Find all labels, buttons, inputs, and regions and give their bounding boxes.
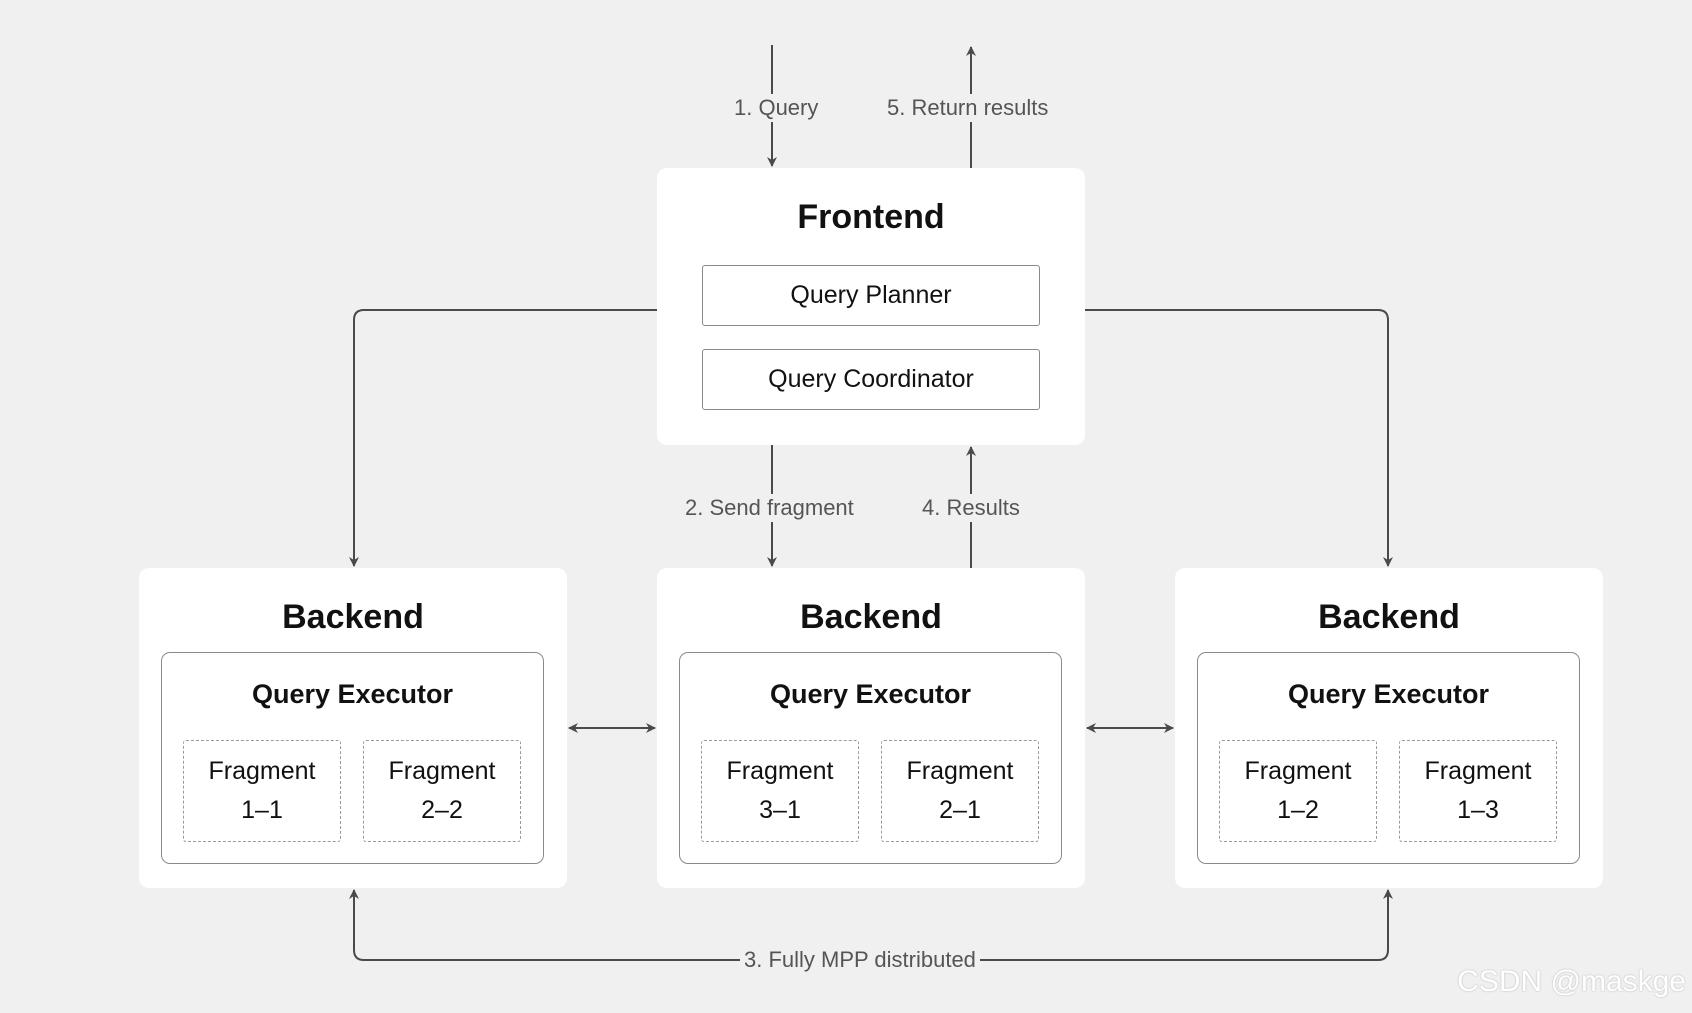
fragment-id: 3–1 (759, 796, 801, 824)
fragment-box: Fragment 1–2 (1219, 740, 1377, 842)
frontend-title: Frontend (797, 198, 945, 236)
fragment-label: Fragment (208, 757, 316, 785)
backend-title: Backend (282, 598, 424, 636)
backend-title: Backend (800, 598, 942, 636)
backend-box-middle: Backend Query Executor Fragment 3–1 Frag… (657, 568, 1085, 888)
frontend-to-left-backend-arrow (349, 309, 657, 567)
watermark: CSDN @maskge (1457, 965, 1686, 998)
fragment-id: 2–1 (939, 796, 981, 824)
query-coordinator-box: Query Coordinator (702, 349, 1040, 410)
backend-box-left: Backend Query Executor Fragment 1–1 Frag… (139, 568, 567, 888)
query-executor-box: Query Executor Fragment 1–1 Fragment 2–2 (161, 652, 544, 864)
results-edge-label: 4. Results (918, 494, 1024, 522)
fragment-box: Fragment 2–1 (881, 740, 1039, 842)
send-fragment-edge-label: 2. Send fragment (681, 494, 858, 522)
return-results-edge-label: 5. Return results (883, 94, 1053, 122)
backend-title: Backend (1318, 598, 1460, 636)
fragment-id: 1–1 (241, 796, 283, 824)
fragment-id: 1–3 (1457, 796, 1499, 824)
frontend-box: Frontend Query Planner Query Coordinator (657, 168, 1085, 445)
fragment-box: Fragment 3–1 (701, 740, 859, 842)
fragment-id: 2–2 (421, 796, 463, 824)
fragment-box: Fragment 1–1 (183, 740, 341, 842)
fragment-box: Fragment 2–2 (363, 740, 521, 842)
mpp-edge-label: 3. Fully MPP distributed (740, 946, 980, 974)
fragment-box: Fragment 1–3 (1399, 740, 1557, 842)
backend-box-right: Backend Query Executor Fragment 1–2 Frag… (1175, 568, 1603, 888)
fragment-label: Fragment (1244, 757, 1352, 785)
query-executor-title: Query Executor (251, 679, 454, 709)
query-edge-label: 1. Query (730, 94, 823, 122)
query-executor-title: Query Executor (769, 679, 972, 709)
fragment-label: Fragment (1424, 757, 1532, 785)
query-executor-box: Query Executor Fragment 3–1 Fragment 2–1 (679, 652, 1062, 864)
query-executor-title: Query Executor (1287, 679, 1490, 709)
fragment-label: Fragment (388, 757, 496, 785)
query-planner-box: Query Planner (702, 265, 1040, 326)
fragment-label: Fragment (726, 757, 834, 785)
query-executor-box: Query Executor Fragment 1–2 Fragment 1–3 (1197, 652, 1580, 864)
fragment-label: Fragment (906, 757, 1014, 785)
fragment-id: 1–2 (1277, 796, 1319, 824)
frontend-to-right-backend-arrow (1085, 309, 1393, 567)
